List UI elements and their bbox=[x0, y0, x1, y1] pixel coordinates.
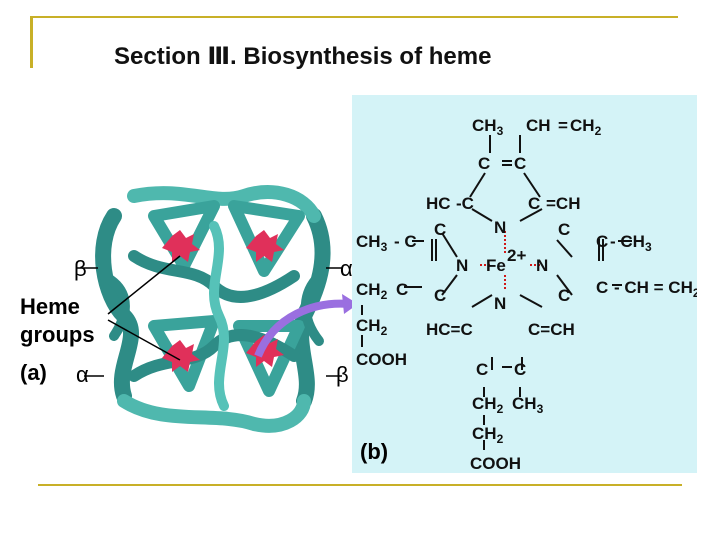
svg-text:CH2: CH2 bbox=[356, 280, 388, 302]
svg-text:N: N bbox=[494, 294, 506, 313]
svg-text:COOH: COOH bbox=[356, 350, 407, 369]
hemoglobin-illustration: β α α β Heme groups (a) bbox=[14, 176, 360, 436]
slide-title: Section Ⅲ. Biosynthesis of heme bbox=[114, 43, 492, 70]
svg-text:N: N bbox=[456, 256, 468, 275]
svg-text:CH2: CH2 bbox=[472, 424, 504, 446]
slide-frame-top bbox=[30, 16, 678, 18]
slide-frame-bottom bbox=[38, 484, 682, 486]
alpha-label-top-right: α bbox=[340, 256, 353, 281]
svg-text:C: C bbox=[596, 278, 608, 297]
svg-text:-C: -C bbox=[456, 194, 474, 213]
alpha-label-bottom-left: α bbox=[76, 362, 89, 387]
svg-text:C: C bbox=[514, 154, 526, 173]
svg-text:C: C bbox=[558, 220, 570, 239]
svg-text:C: C bbox=[476, 360, 488, 379]
svg-text:C: C bbox=[396, 280, 408, 299]
svg-text:C: C bbox=[528, 194, 540, 213]
hemoglobin-ribbon-drawing bbox=[76, 185, 358, 433]
svg-text:C: C bbox=[434, 220, 446, 239]
svg-text:- CH3: - CH3 bbox=[610, 232, 652, 254]
svg-text:CH3: CH3 bbox=[356, 232, 388, 254]
panel-b-label: (b) bbox=[360, 439, 389, 464]
svg-text:CH2: CH2 bbox=[356, 316, 388, 338]
svg-text:C: C bbox=[434, 286, 446, 305]
heme-group-shapes bbox=[162, 230, 284, 372]
svg-text:CH2: CH2 bbox=[570, 116, 602, 138]
svg-text:C: C bbox=[558, 286, 570, 305]
slide-frame-left bbox=[30, 16, 33, 68]
beta-label-bottom-right: β bbox=[336, 362, 349, 387]
svg-text:HC: HC bbox=[426, 194, 451, 213]
svg-text:C: C bbox=[596, 232, 608, 251]
svg-text:=CH: =CH bbox=[546, 194, 580, 213]
svg-text:- CH = CH2: - CH = CH2 bbox=[614, 278, 697, 300]
heme-groups-label-line1: Heme bbox=[20, 294, 80, 319]
svg-text:C=CH: C=CH bbox=[528, 320, 575, 339]
heme-structure-panel: CH3 CH = CH2 C C HC -C C =CH N C C CH3 -… bbox=[352, 95, 697, 473]
svg-text:HC=C: HC=C bbox=[426, 320, 473, 339]
svg-text:N: N bbox=[494, 218, 506, 237]
svg-text:C: C bbox=[514, 360, 526, 379]
svg-text:CH3: CH3 bbox=[472, 116, 504, 138]
svg-text:CH: CH bbox=[526, 116, 551, 135]
svg-text:Fe: Fe bbox=[486, 256, 506, 275]
svg-text:C: C bbox=[478, 154, 490, 173]
svg-text:- C: - C bbox=[394, 232, 417, 251]
panel-a-label: (a) bbox=[20, 360, 47, 385]
svg-text:COOH: COOH bbox=[470, 454, 521, 473]
heme-structural-formula: CH3 CH = CH2 C C HC -C C =CH N C C CH3 -… bbox=[356, 116, 697, 473]
heme-groups-label-line2: groups bbox=[20, 322, 95, 347]
svg-text:=: = bbox=[558, 116, 568, 135]
beta-label-top-left: β bbox=[74, 256, 87, 281]
svg-text:CH2: CH2 bbox=[472, 394, 504, 416]
svg-text:N: N bbox=[536, 256, 548, 275]
svg-text:CH3: CH3 bbox=[512, 394, 544, 416]
svg-text:2+: 2+ bbox=[507, 246, 526, 265]
